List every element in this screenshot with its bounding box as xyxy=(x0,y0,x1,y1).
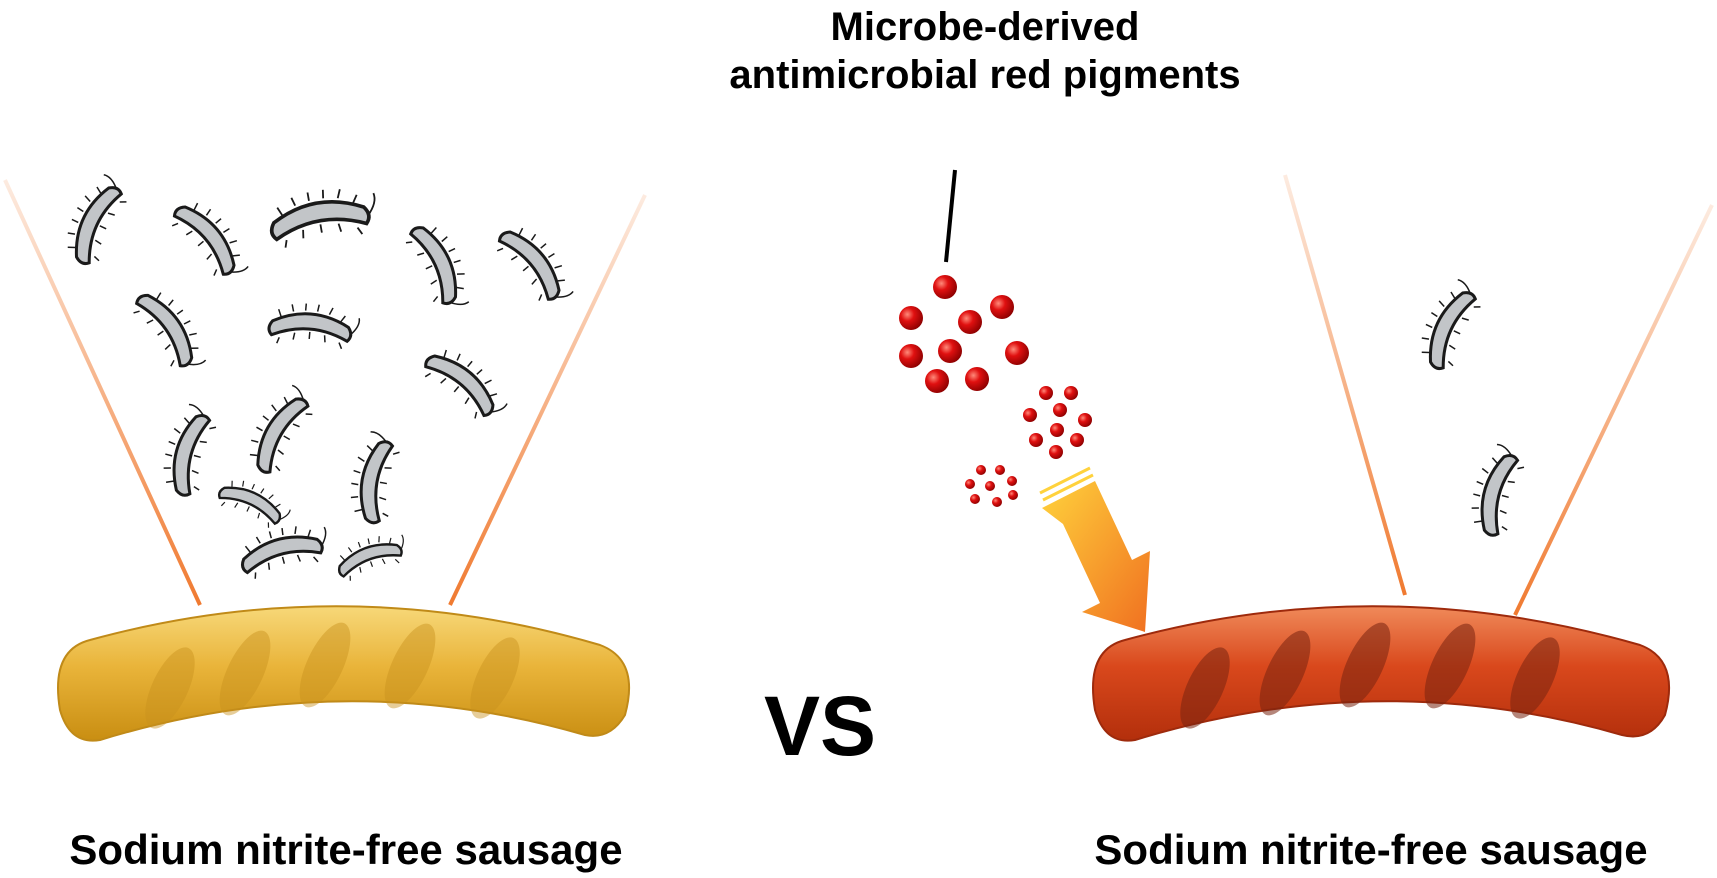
red-droplet-icon xyxy=(1008,490,1018,500)
red-droplet-icon xyxy=(970,494,980,504)
view-line-left-a xyxy=(3,179,202,606)
red-droplet-icon xyxy=(1005,341,1029,365)
right-sausage-caption: Sodium nitrite-free sausage xyxy=(1094,826,1648,873)
pigment-droplets-medium xyxy=(1023,386,1092,459)
red-droplet-icon xyxy=(992,497,1002,507)
red-droplet-icon xyxy=(938,339,962,363)
left-sausage-caption: Sodium nitrite-free sausage xyxy=(69,826,623,873)
versus-label: VS xyxy=(763,679,877,773)
pigment-droplets-large xyxy=(899,275,1029,393)
bacterium-icon xyxy=(266,299,362,352)
red-droplet-icon xyxy=(995,465,1005,475)
red-droplet-icon xyxy=(1070,433,1084,447)
bacterium-icon xyxy=(343,428,404,527)
bacterium-icon xyxy=(264,179,383,252)
red-droplet-icon xyxy=(958,310,982,334)
red-droplet-icon xyxy=(1050,423,1064,437)
bacterium-icon xyxy=(1409,273,1489,376)
red-droplet-icon xyxy=(965,367,989,391)
pigment-pointer-line xyxy=(944,169,957,263)
red-droplet-icon xyxy=(985,481,995,491)
red-droplet-icon xyxy=(1053,403,1067,417)
view-line-left-b xyxy=(448,194,647,606)
red-droplet-icon xyxy=(1029,433,1043,447)
bacterium-icon xyxy=(126,280,216,381)
bacterium-icon xyxy=(164,190,258,289)
bacterium-icon xyxy=(55,168,135,271)
bacterium-icon xyxy=(489,215,583,314)
bacterium-icon xyxy=(416,337,516,430)
red-droplet-icon xyxy=(965,479,975,489)
bacterium-icon xyxy=(1462,440,1530,541)
bacteria-cluster-left xyxy=(55,168,583,585)
red-droplet-icon xyxy=(899,306,923,330)
red-droplet-icon xyxy=(1064,386,1078,400)
bacterium-icon xyxy=(400,215,480,318)
plain-sausage xyxy=(57,605,631,742)
red-droplet-icon xyxy=(933,275,957,299)
red-droplet-icon xyxy=(1078,413,1092,427)
red-droplet-icon xyxy=(925,369,949,393)
red-droplet-icon xyxy=(899,344,923,368)
bacterium-icon xyxy=(237,378,322,481)
bacterium-icon xyxy=(234,515,335,583)
bacterium-icon xyxy=(330,526,412,585)
red-droplet-icon xyxy=(1023,408,1037,422)
bacterium-icon xyxy=(154,400,222,501)
red-droplet-icon xyxy=(1039,386,1053,400)
bacteria-cluster-right xyxy=(1409,273,1530,541)
red-droplet-icon xyxy=(990,295,1014,319)
pigment-droplets-small xyxy=(965,465,1018,507)
red-droplet-icon xyxy=(1007,476,1017,486)
red-droplet-icon xyxy=(976,465,986,475)
down-right-arrow-icon xyxy=(1039,466,1150,632)
view-line-right-a xyxy=(1283,174,1407,596)
red-droplet-icon xyxy=(1049,445,1063,459)
view-line-right-b xyxy=(1513,204,1714,616)
bacterium-icon xyxy=(213,471,296,535)
pigment-label: Microbe-derived antimicrobial red pigmen… xyxy=(729,5,1241,97)
pigmented-sausage xyxy=(1092,605,1671,742)
